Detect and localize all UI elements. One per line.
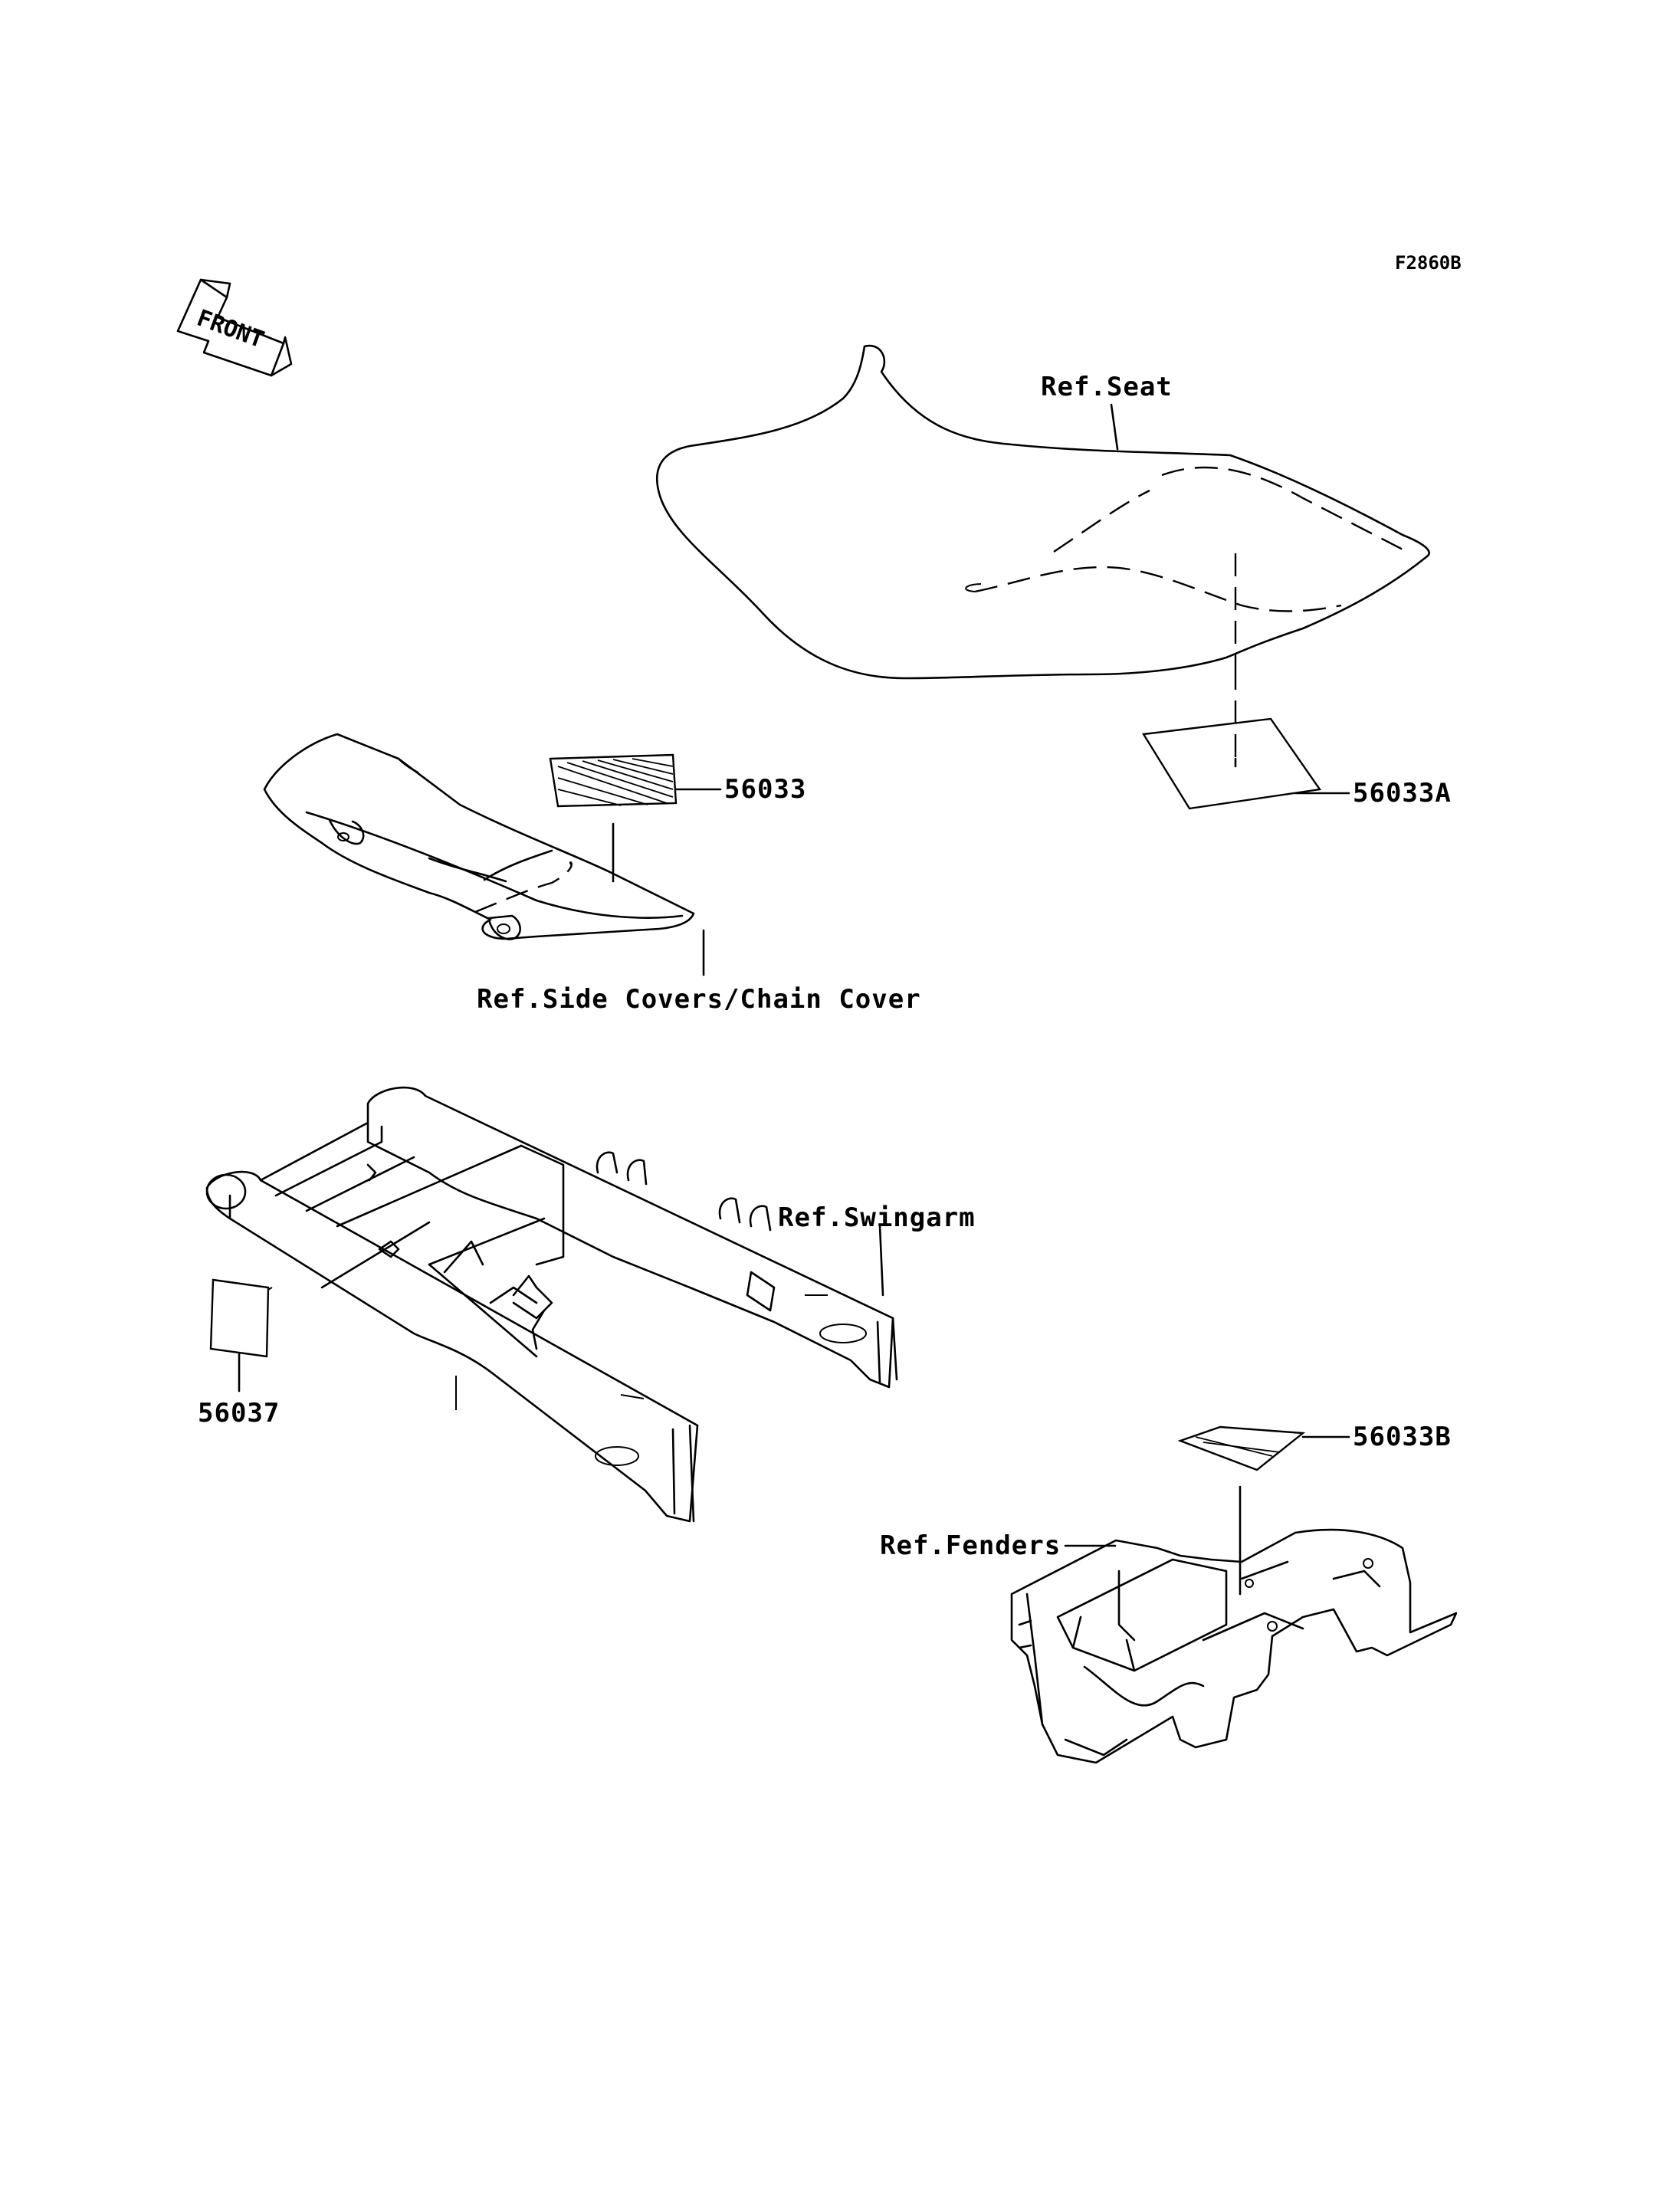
chain-cover-outline — [263, 733, 695, 940]
part-56033B-label[interactable]: 56033B — [1353, 1422, 1452, 1452]
seat-outline — [655, 344, 1430, 680]
sticker-56033 — [549, 753, 722, 883]
rear-fender-outline — [1010, 1528, 1458, 1764]
ref-swingarm-label: Ref.Swingarm — [778, 1202, 976, 1233]
sticker-56033B — [1177, 1425, 1350, 1596]
part-56033-label[interactable]: 56033 — [724, 774, 806, 805]
part-56037-label[interactable]: 56037 — [198, 1398, 280, 1429]
swingarm-outline — [205, 1086, 898, 1523]
sticker-56037 — [209, 1278, 270, 1392]
front-label: FRONT — [193, 305, 267, 354]
ref-seat-label: Ref.Seat — [1041, 372, 1173, 402]
front-direction-arrow-icon: FRONT — [176, 278, 293, 377]
ref-side-covers-label: Ref.Side Covers/Chain Cover — [477, 984, 921, 1015]
figure-code: F2860B — [1395, 252, 1462, 274]
part-56033A-label[interactable]: 56033A — [1353, 778, 1452, 809]
sticker-56033A — [1141, 667, 1350, 810]
ref-fenders-label: Ref.Fenders — [880, 1530, 1061, 1561]
